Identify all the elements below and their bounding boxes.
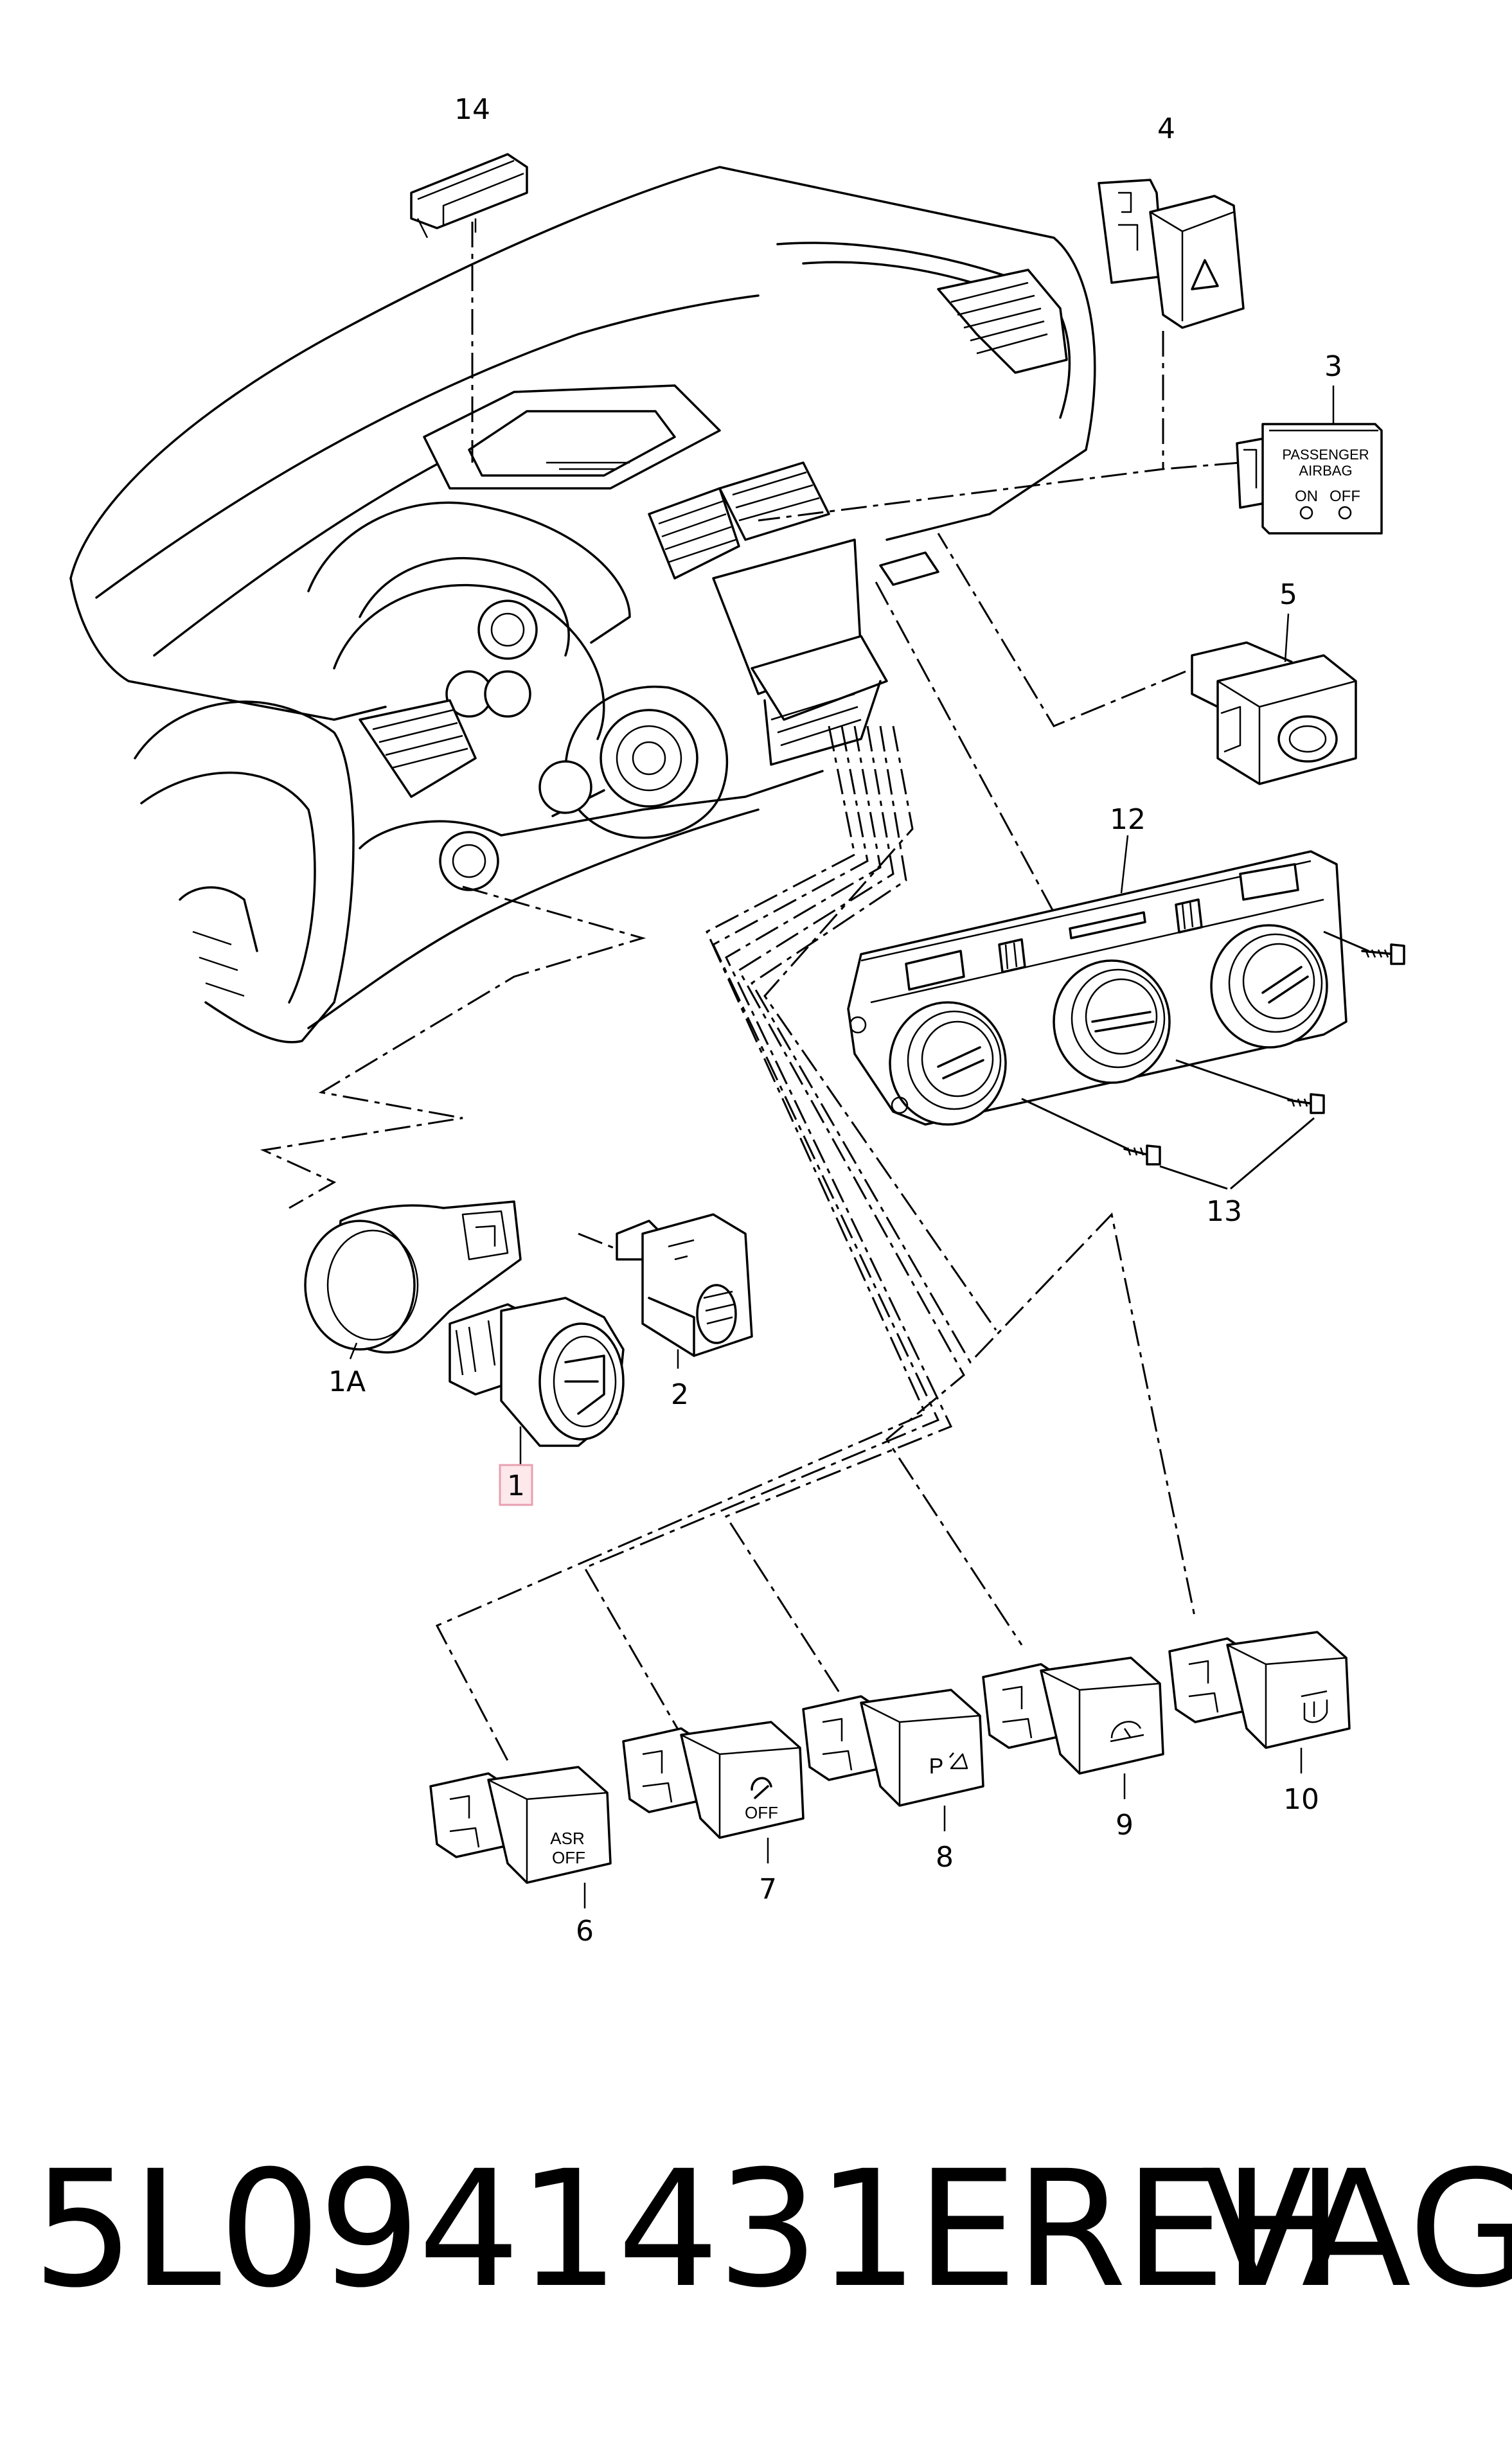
airbag-label-line2: AIRBAG — [1299, 463, 1352, 479]
part-1A-switch-bezel: 1A — [304, 1200, 522, 1398]
part-number: 5L0941431EREH — [32, 2136, 1344, 2323]
screw-top-right — [1323, 930, 1405, 965]
part-7-esp-off-switch: OFF 7 — [622, 1721, 805, 1906]
callout-1A: 1A — [328, 1365, 366, 1398]
airbag-on-indicator — [1299, 506, 1313, 520]
part-4-hazard-switch: 4 — [1098, 112, 1245, 347]
part-3-airbag-switch: PASSENGER AIRBAG ON OFF 3 — [1236, 350, 1383, 535]
callout-1-highlight — [499, 1464, 533, 1506]
part-9-switch: 9 — [982, 1657, 1164, 1842]
panel-slot-right — [1239, 863, 1299, 901]
part-2-switch-module: 2 — [616, 1213, 753, 1411]
callout-13: 13 — [1206, 1195, 1242, 1228]
part-10-switch: 10 — [1168, 1631, 1351, 1816]
callout-3: 3 — [1324, 350, 1342, 383]
callout-8: 8 — [936, 1841, 954, 1874]
airbag-off-indicator — [1338, 506, 1352, 520]
dashed-reference-lines — [260, 222, 1241, 1761]
callout-4: 4 — [1157, 112, 1175, 145]
callout-14: 14 — [454, 93, 490, 126]
callout-1: 1 — [507, 1470, 525, 1502]
esp-icon — [751, 1777, 772, 1799]
park-assist-icon — [949, 1752, 968, 1770]
screw-bottom — [1021, 1097, 1161, 1166]
part-6-asr-off-switch: ASR OFF 6 — [429, 1766, 612, 1948]
part-1-light-switch: 1 — [449, 1297, 625, 1506]
panel-slot-left — [905, 950, 965, 991]
part-8-park-assist-switch: P 8 — [802, 1689, 984, 1874]
airbag-label-line1: PASSENGER — [1282, 447, 1369, 463]
dashboard-illustration — [69, 166, 1096, 1044]
panel-slot-center — [1069, 911, 1146, 939]
callout-6: 6 — [576, 1915, 594, 1948]
callout-9: 9 — [1116, 1809, 1134, 1842]
climate-knob-left — [889, 1001, 1007, 1126]
airbag-off-label: OFF — [1330, 488, 1360, 505]
exploded-parts-diagram: 14 4 PASSENGER AIRBAG ON OFF 3 5 — [69, 93, 1405, 1948]
callout-10: 10 — [1283, 1783, 1319, 1816]
asr-label-line2: OFF — [552, 1848, 585, 1867]
climate-knob-center — [1053, 959, 1171, 1084]
esp-off-label: OFF — [745, 1803, 778, 1822]
part-5-round-button-switch: 5 — [1191, 578, 1357, 785]
switch-9-icon — [1110, 1721, 1144, 1743]
brand-name: VAG — [1202, 2136, 1512, 2323]
airbag-on-label: ON — [1295, 488, 1318, 505]
park-label: P — [929, 1754, 944, 1779]
part-13-screws: 13 — [1021, 930, 1405, 1228]
callout-2: 2 — [671, 1378, 689, 1411]
part-14-sensor-cover: 14 — [410, 93, 528, 238]
part-12-climate-control-panel: 12 — [847, 803, 1347, 1126]
callout-5: 5 — [1279, 578, 1297, 611]
callout-7: 7 — [759, 1873, 777, 1906]
climate-knob-right — [1210, 924, 1328, 1049]
asr-label-line1: ASR — [550, 1829, 584, 1848]
heated-screen-icon — [1301, 1690, 1328, 1723]
callout-12: 12 — [1110, 803, 1146, 836]
screw-middle — [1175, 1059, 1325, 1114]
